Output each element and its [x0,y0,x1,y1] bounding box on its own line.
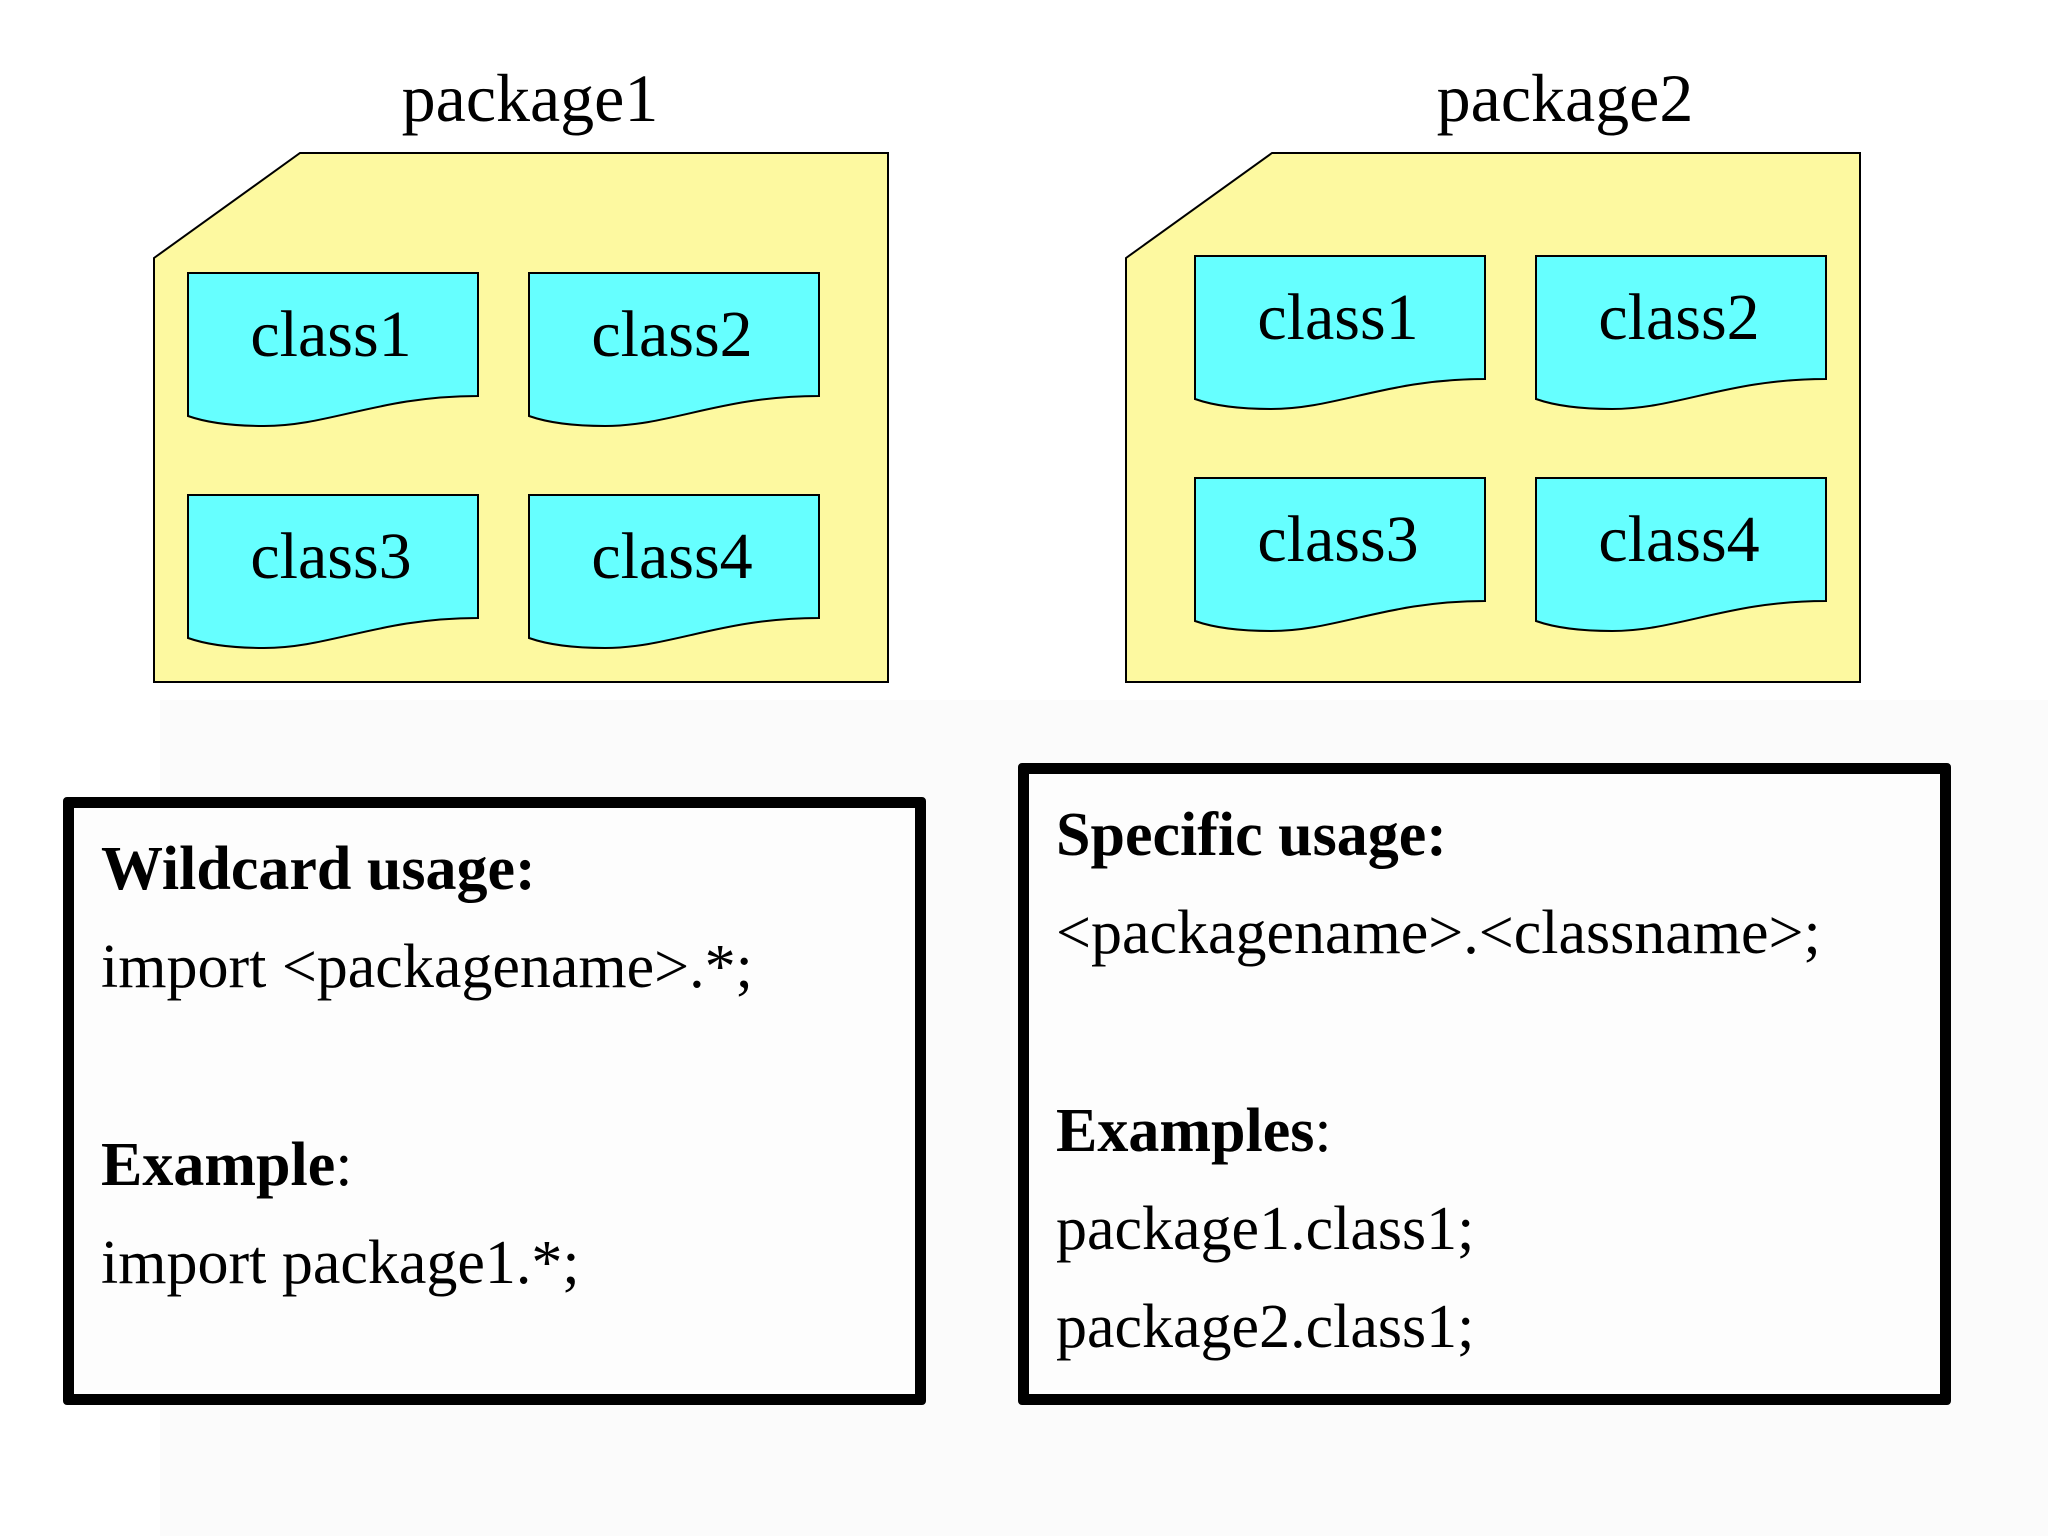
specific-examples-colon: : [1314,1097,1332,1165]
specific-syntax: <packagename>.<classname>; [1056,899,1821,967]
package-2-shape [1125,152,1861,683]
package-2-class4-shape [1535,477,1827,633]
wildcard-example-colon: : [335,1131,353,1199]
package-1-class4-label: class4 [591,520,753,593]
specific-heading: Specific usage: [1056,801,1447,869]
package-1-title: package1 [401,60,659,136]
package-1-class2-shape [528,272,820,428]
package-1-class1-shape [187,272,479,428]
specific-examples-label: Examples [1056,1097,1315,1165]
package-2-class4-label: class4 [1598,503,1760,576]
package-2-class3-shape [1194,477,1486,633]
package-1-class1-label: class1 [250,298,412,371]
package-2-class1-shape [1194,255,1486,411]
wildcard-example: import package1.*; [101,1229,580,1297]
package-2-title: package2 [1436,60,1694,136]
specific-example-2: package2.class1; [1056,1293,1475,1361]
package-1-class3-label: class3 [250,520,412,593]
wildcard-syntax: import <packagename>.*; [101,933,753,1001]
package-2-class2-shape [1535,255,1827,411]
specific-examples-heading: Examples: [1056,1100,1332,1162]
package-1-class4-shape [528,494,820,650]
package-1-shape [153,152,889,683]
package-2-class1-label: class1 [1257,281,1419,354]
package-1-class2-label: class2 [591,298,753,371]
specific-usage-box: Specific usage: <packagename>.<classname… [1018,763,1951,1405]
package-1-class3-shape [187,494,479,650]
package-2-class3-label: class3 [1257,503,1419,576]
specific-example-1: package1.class1; [1056,1195,1475,1263]
wildcard-heading: Wildcard usage: [101,835,536,903]
wildcard-example-label: Example [101,1131,336,1199]
wildcard-example-heading: Example: [101,1134,352,1196]
wildcard-usage-box: Wildcard usage: import <packagename>.*; … [63,797,926,1405]
package-2-class2-label: class2 [1598,281,1760,354]
